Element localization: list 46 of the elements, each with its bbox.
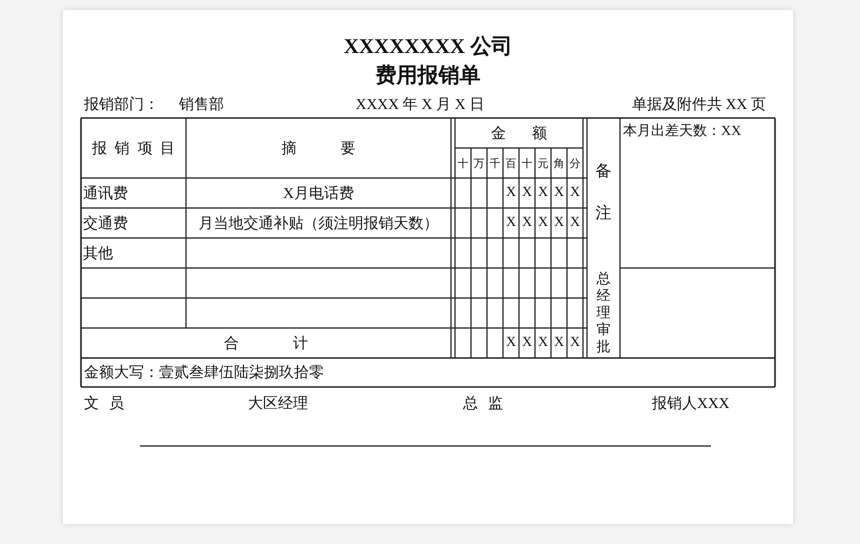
amount-digit: X bbox=[504, 184, 518, 202]
amount-digit: X bbox=[536, 214, 550, 232]
amount-digit: X bbox=[568, 334, 582, 352]
digit-header: 千 bbox=[488, 156, 502, 172]
signer-label: 大区经理 bbox=[248, 394, 309, 414]
digit-header: 十 bbox=[456, 156, 470, 172]
digit-header: 角 bbox=[552, 156, 566, 172]
digit-header: 百 bbox=[504, 156, 518, 172]
summary-text: 月当地交通补贴（须注明报销天数） bbox=[198, 214, 440, 234]
item-name: 交通费 bbox=[83, 214, 129, 234]
column-header: 备注 bbox=[594, 162, 612, 224]
item-name: 通讯费 bbox=[83, 184, 129, 204]
digit-header: 元 bbox=[536, 156, 550, 172]
form-title: 费用报销单 bbox=[374, 62, 482, 89]
amount-in-words: 金额大写：壹贰叁肆伍陆柒捌玖拾零 bbox=[84, 364, 325, 383]
amount-digit: X bbox=[504, 214, 518, 232]
date-text: XXXX 年 X 月 X 日 bbox=[354, 96, 486, 114]
company-title: XXXXXXXX 公司 bbox=[342, 33, 514, 60]
item-name: 其他 bbox=[83, 244, 114, 264]
column-header: 摘 要 bbox=[280, 140, 356, 158]
signer-label: 报销人XXX bbox=[652, 394, 730, 414]
amount-digit: X bbox=[520, 214, 534, 232]
field-label: 报销部门： bbox=[84, 95, 160, 114]
page-count-text: 单据及附件共 XX 页 bbox=[630, 96, 766, 114]
field-value: 销售部 bbox=[179, 96, 225, 114]
digit-header: 万 bbox=[472, 156, 486, 172]
amount-digit: X bbox=[552, 214, 566, 232]
amount-digit: X bbox=[520, 184, 534, 202]
total-label: 合 计 bbox=[223, 334, 309, 354]
amount-digit: X bbox=[536, 184, 550, 202]
amount-digit: X bbox=[568, 214, 582, 232]
signer-label: 总 监 bbox=[463, 394, 504, 414]
amount-digit: X bbox=[520, 334, 534, 352]
approval-header: 总经理审批 bbox=[596, 270, 612, 356]
digit-header: 分 bbox=[568, 156, 582, 172]
digit-header: 十 bbox=[520, 156, 534, 172]
column-header: 报 销 项 目 bbox=[90, 140, 176, 158]
column-header: 金 额 bbox=[490, 124, 548, 144]
amount-digit: X bbox=[536, 334, 550, 352]
amount-digit: X bbox=[552, 184, 566, 202]
signer-label: 文 员 bbox=[84, 394, 125, 414]
amount-digit: X bbox=[552, 334, 566, 352]
amount-digit: X bbox=[504, 334, 518, 352]
remark-text: 本月出差天数：XX bbox=[623, 122, 742, 141]
amount-digit: X bbox=[568, 184, 582, 202]
summary-text: X月电话费 bbox=[282, 184, 355, 204]
